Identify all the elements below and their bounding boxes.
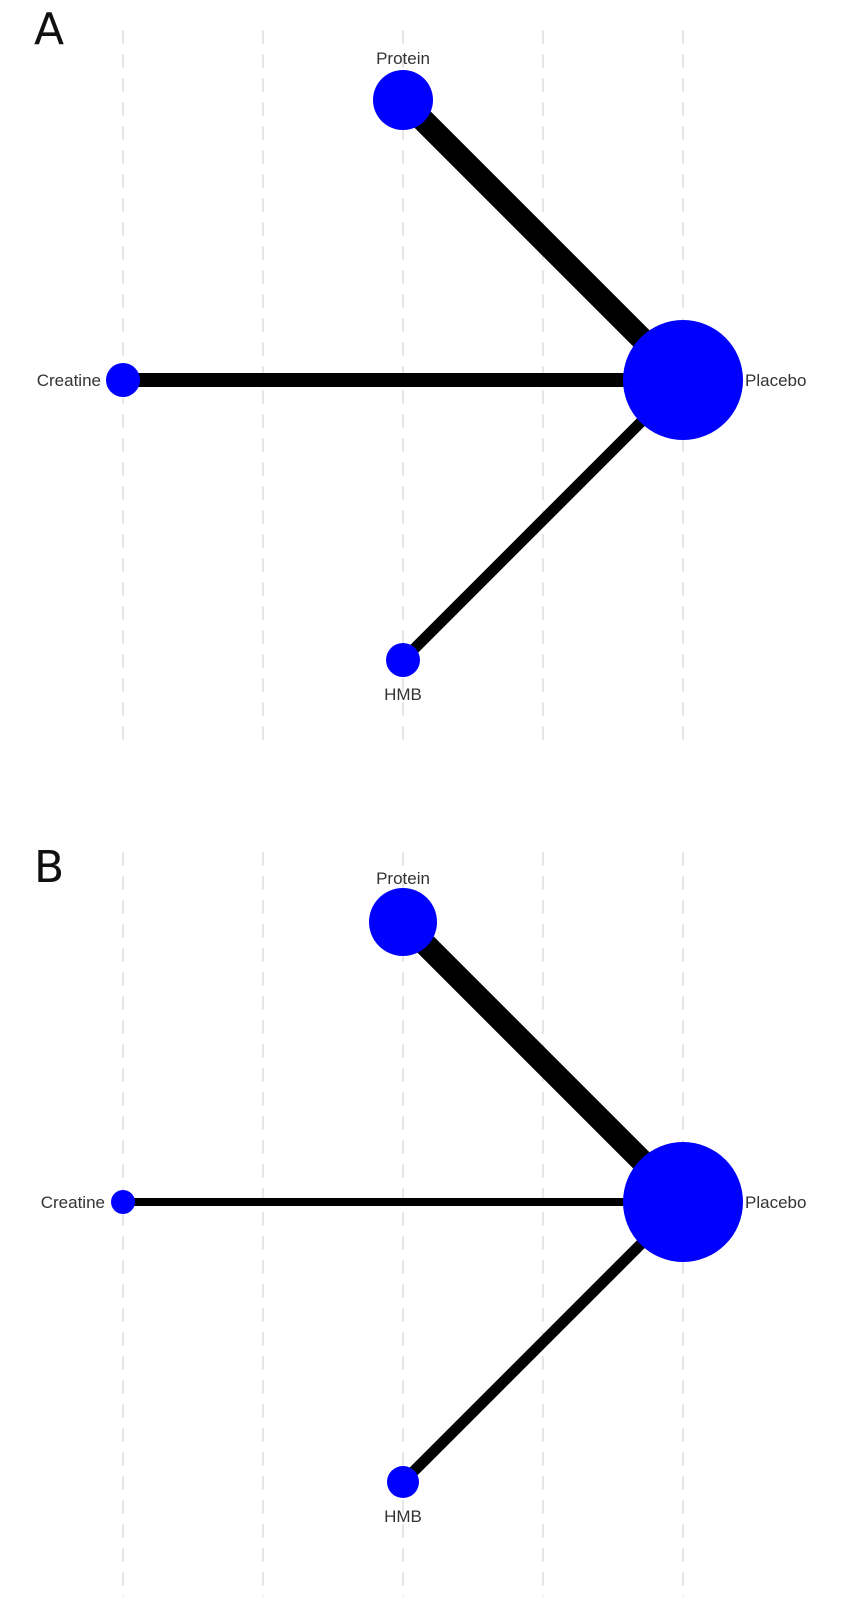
label-protein: Protein	[376, 49, 430, 68]
panel-letter-b: B	[34, 842, 65, 893]
node-labels: Protein Creatine Placebo HMB	[41, 869, 807, 1526]
node-protein	[373, 70, 433, 130]
network-graph-b: Protein Creatine Placebo HMB	[41, 852, 807, 1597]
node-creatine	[106, 363, 140, 397]
edges	[123, 91, 692, 664]
node-hmb	[387, 1466, 419, 1498]
node-creatine	[111, 1190, 135, 1214]
edge-protein-placebo	[394, 913, 692, 1211]
node-protein	[369, 888, 437, 956]
node-hmb	[386, 643, 420, 677]
node-placebo	[623, 1142, 743, 1262]
panel-letter-a: A	[34, 4, 65, 55]
node-labels: Protein Creatine Placebo HMB	[37, 49, 807, 704]
network-panel-b: B Protein Creatine Placebo HMB	[0, 802, 850, 1604]
edge-hmb-placebo	[399, 1198, 687, 1486]
label-placebo: Placebo	[745, 1193, 806, 1212]
label-hmb: HMB	[384, 1507, 422, 1526]
edges	[123, 913, 692, 1486]
node-placebo	[623, 320, 743, 440]
nodes	[106, 70, 743, 677]
nodes	[111, 888, 743, 1498]
label-creatine: Creatine	[37, 371, 101, 390]
label-hmb: HMB	[384, 685, 422, 704]
edge-protein-placebo	[394, 91, 692, 389]
label-protein: Protein	[376, 869, 430, 888]
network-graph-a: Protein Creatine Placebo HMB	[37, 30, 807, 740]
label-creatine: Creatine	[41, 1193, 105, 1212]
label-placebo: Placebo	[745, 371, 806, 390]
network-panel-a: A Protein Creatine Placebo HMB	[0, 0, 850, 802]
edge-hmb-placebo	[399, 376, 687, 664]
